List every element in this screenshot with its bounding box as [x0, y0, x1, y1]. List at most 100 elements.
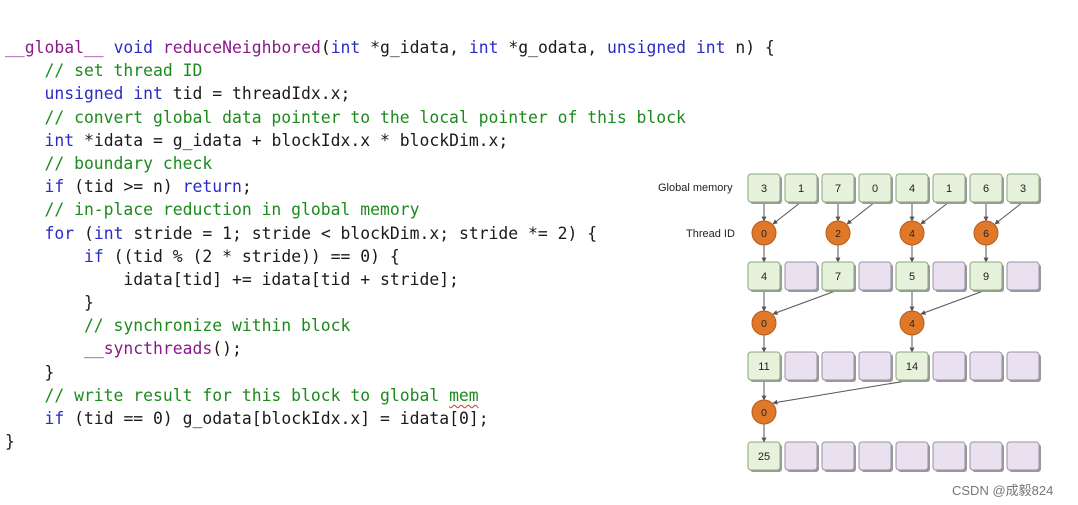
- flow-arrow: [994, 201, 1024, 225]
- code-token: if: [44, 177, 65, 197]
- code-token: [5, 247, 84, 266]
- code-token: int: [468, 38, 499, 57]
- thread-id-value: 6: [983, 228, 989, 240]
- code-token: n) {: [725, 38, 775, 57]
- stage2-cell: [784, 351, 818, 381]
- code-token: int: [93, 223, 124, 243]
- flow-arrow: [920, 201, 950, 225]
- global-memory-cell: [821, 173, 855, 203]
- thread-id-value: 2: [835, 228, 841, 240]
- thread-id-value: 0: [761, 318, 767, 330]
- thread-node: [751, 220, 777, 246]
- code-line: unsigned int tid = threadIdx.x;: [5, 82, 775, 105]
- code-token: *idata = g_idata + blockIdx.x * blockDim…: [74, 130, 509, 150]
- thread-id-value: 0: [761, 228, 767, 240]
- stage1-cell: [747, 261, 781, 291]
- stage1-cell: [858, 261, 892, 291]
- stage1-cell: [969, 261, 1003, 291]
- stage1-value: 5: [909, 271, 915, 283]
- code-line: idata[tid] += idata[tid + stride];: [5, 268, 775, 291]
- code-token: if: [44, 409, 65, 428]
- stage1-cell: [784, 261, 818, 291]
- code-line: if (tid >= n) return;: [5, 175, 775, 198]
- code-token: // boundary check: [5, 153, 213, 173]
- code-token: (tid >= n): [64, 177, 183, 197]
- code-token: int: [330, 38, 361, 57]
- code-token: (tid == 0) g_odata[blockIdx.x] = idata[0…: [64, 409, 489, 428]
- code-token: }: [5, 432, 15, 452]
- stage3-value: 25: [758, 451, 770, 463]
- flow-arrow: [920, 289, 987, 315]
- stage2-cell: [858, 351, 892, 381]
- global-memory-cell: [784, 173, 818, 203]
- code-token: ();: [212, 339, 242, 359]
- thread-node: [899, 220, 925, 246]
- code-line: }: [5, 291, 775, 314]
- code-token: ((tid % (2 * stride)) == 0) {: [103, 246, 400, 266]
- global-memory-value: 6: [983, 183, 989, 195]
- code-token: // synchronize within block: [5, 316, 351, 336]
- stage2-cell: [969, 351, 1003, 381]
- thread-node: [973, 220, 999, 246]
- code-token: // write result for this block to global: [5, 385, 450, 405]
- code-token: *g_idata,: [360, 38, 469, 57]
- code-token: int: [44, 130, 75, 150]
- code-token: void: [113, 38, 154, 57]
- global-memory-cell: [895, 173, 929, 203]
- global-memory-cell: [932, 173, 966, 203]
- thread-id-value: 0: [761, 407, 767, 419]
- stage3-cell: [1006, 441, 1040, 471]
- code-line: // set thread ID: [5, 59, 775, 82]
- code-line: for (int stride = 1; stride < blockDim.x…: [5, 222, 775, 245]
- code-token: // convert global data pointer to the lo…: [5, 107, 686, 127]
- stage1-cell: [932, 261, 966, 291]
- code-line: // write result for this block to global…: [5, 384, 775, 407]
- code-line: }: [5, 430, 775, 453]
- stage2-cell: [1006, 351, 1040, 381]
- code-token: (: [74, 223, 94, 243]
- stage1-cell: [1006, 261, 1040, 291]
- code-line: // boundary check: [5, 152, 775, 175]
- code-token: [5, 224, 44, 243]
- stage3-cell: [932, 441, 966, 471]
- global-memory-label: Global memory: [658, 182, 733, 194]
- stage1-value: 9: [983, 271, 989, 283]
- code-token: [153, 38, 163, 57]
- stage1-cell: [895, 261, 929, 291]
- code-token: mem: [449, 385, 479, 405]
- global-memory-value: 1: [798, 183, 804, 195]
- code-token: stride = 1; stride < blockDim.x; stride …: [123, 223, 598, 243]
- thread-id-value: 4: [909, 228, 915, 240]
- stage3-cell: [895, 441, 929, 471]
- thread-node: [751, 310, 777, 336]
- global-memory-cell: [1006, 173, 1040, 203]
- code-token: __syncthreads: [83, 339, 213, 359]
- global-memory-cell: [969, 173, 1003, 203]
- global-memory-value: 3: [1020, 183, 1026, 195]
- thread-node: [751, 399, 777, 425]
- global-memory-value: 0: [872, 183, 878, 195]
- code-line: if (tid == 0) g_odata[blockIdx.x] = idat…: [5, 407, 775, 430]
- code-token: *g_odata,: [498, 38, 608, 57]
- global-memory-value: 1: [946, 183, 952, 195]
- stage3-cell: [969, 441, 1003, 471]
- flow-arrow: [772, 289, 839, 315]
- stage2-value: 14: [906, 361, 918, 373]
- watermark: CSDN @成毅824: [952, 483, 1054, 498]
- code-line: if ((tid % (2 * stride)) == 0) {: [5, 245, 775, 268]
- thread-id-label: Thread ID: [686, 228, 735, 240]
- code-token: // in-place reduction in global memory: [5, 200, 420, 220]
- code-token: [5, 177, 44, 196]
- stage3-cell: [784, 441, 818, 471]
- flow-arrow: [846, 201, 876, 225]
- code-token: return: [182, 177, 242, 197]
- code-token: reduceNeighbored: [162, 38, 321, 57]
- code-line: // in-place reduction in global memory: [5, 198, 775, 221]
- code-listing: __global__ void reduceNeighbored(int *g_…: [5, 36, 775, 453]
- stage1-cell: [821, 261, 855, 291]
- code-token: unsigned int: [44, 84, 163, 104]
- code-token: idata[tid] += idata[tid + stride];: [5, 269, 459, 289]
- code-line: int *idata = g_idata + blockIdx.x * bloc…: [5, 129, 775, 152]
